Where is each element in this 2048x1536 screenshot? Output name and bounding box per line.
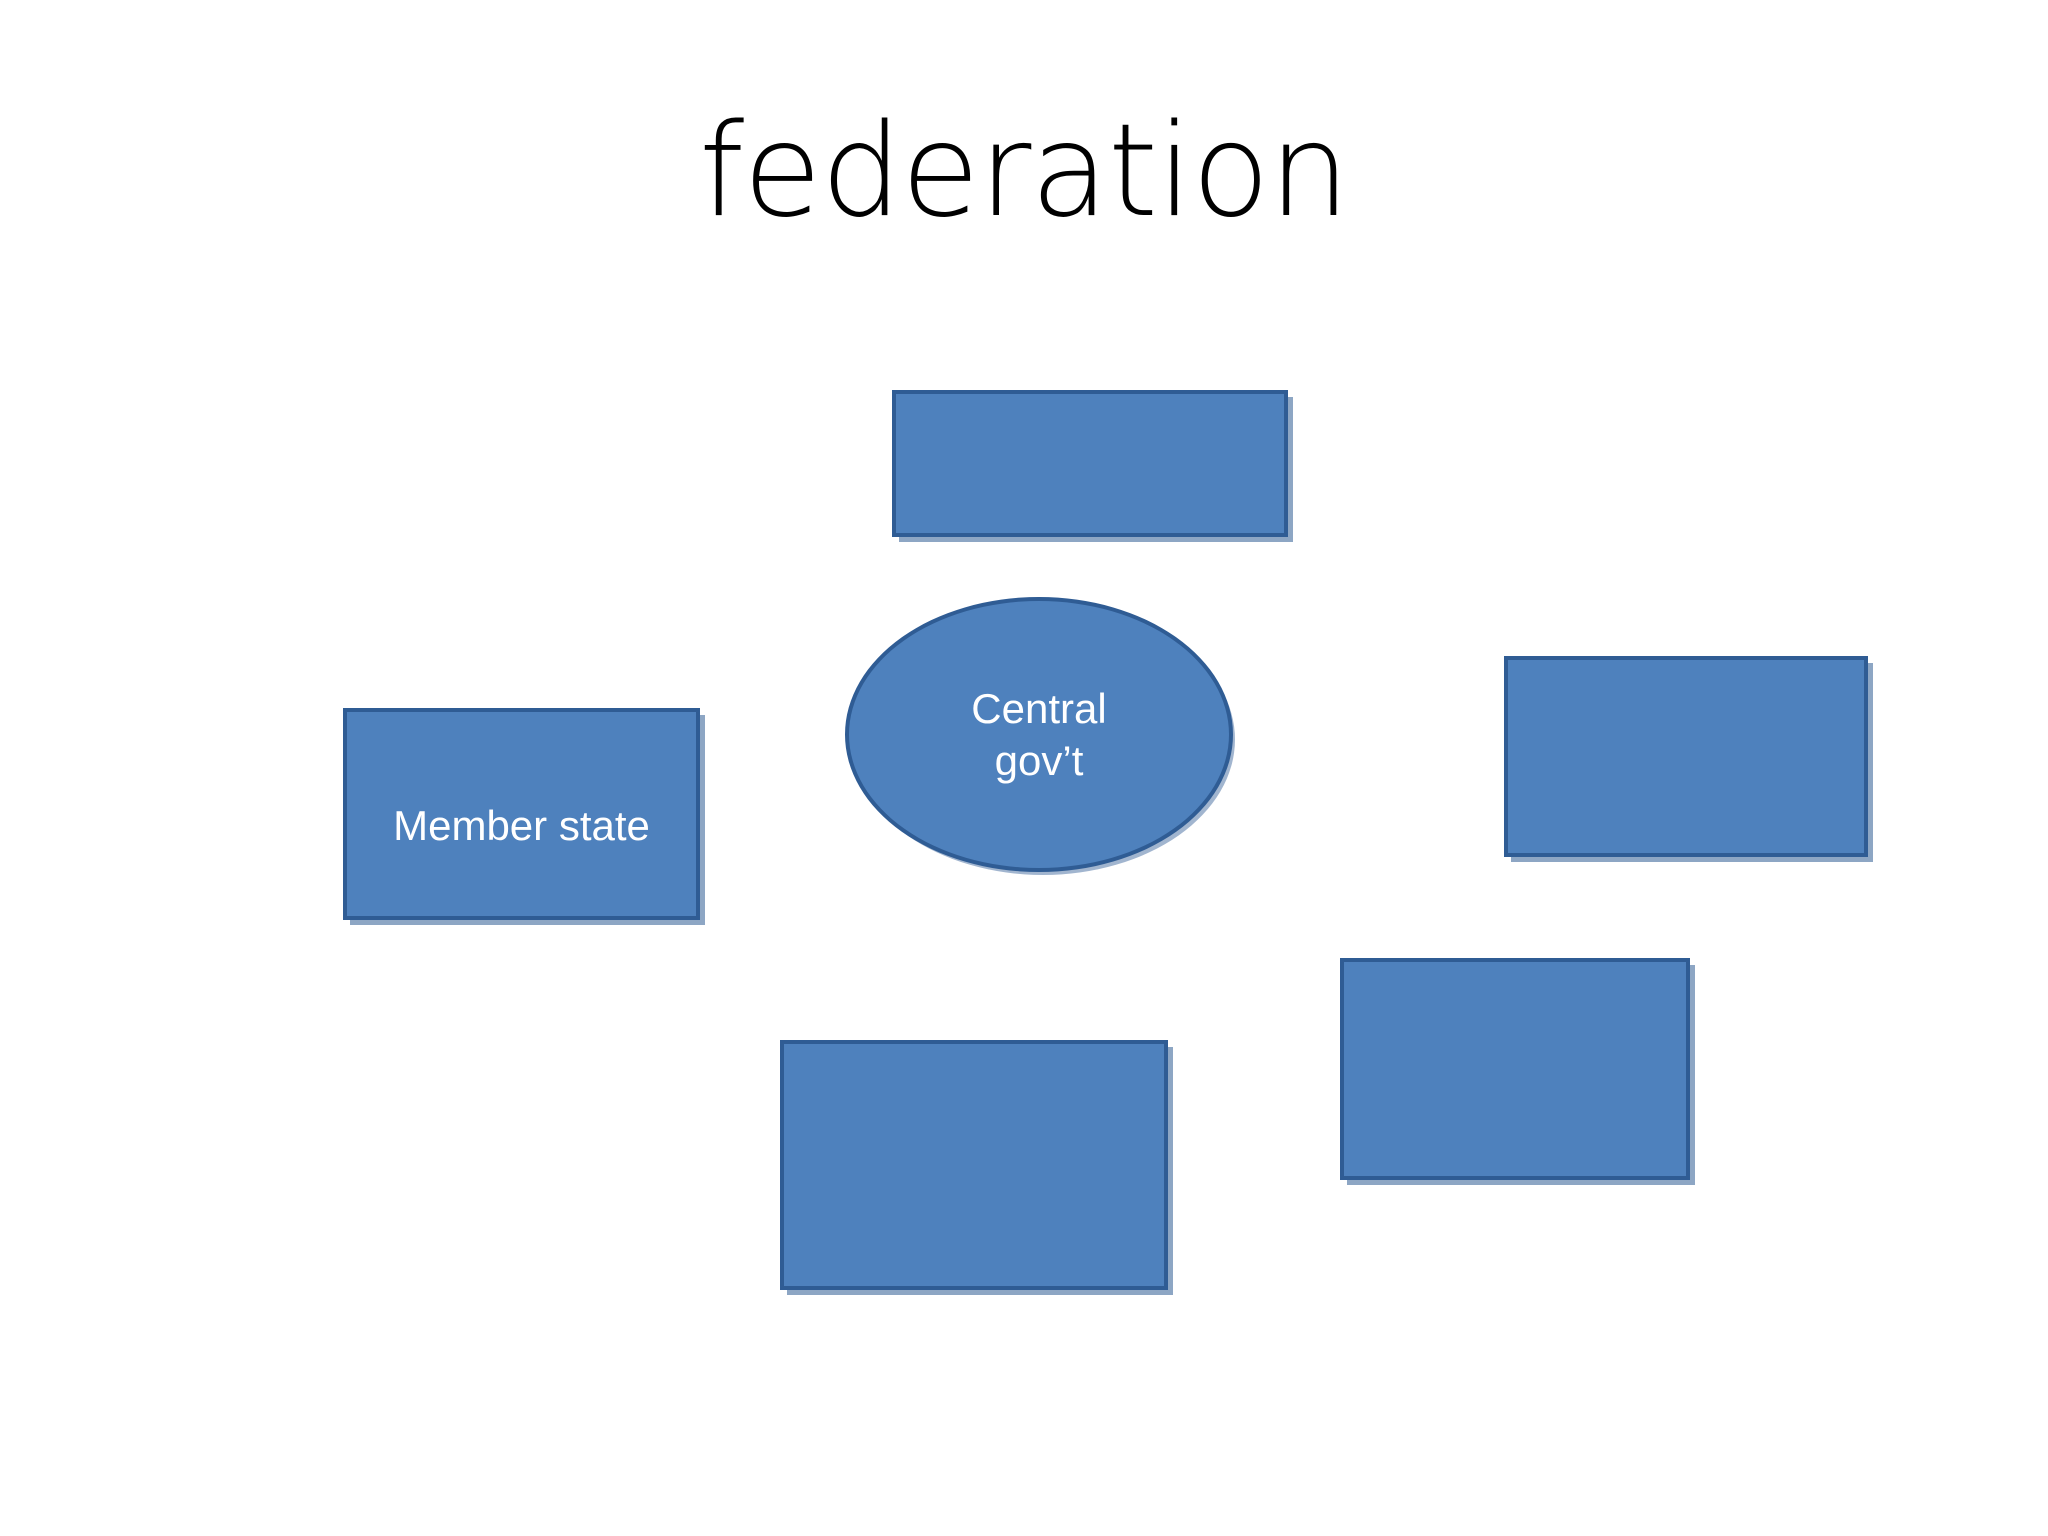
diagram-shape-member-state[interactable]: Member state — [343, 708, 700, 920]
shape-label-central-gov: Central gov’t — [971, 685, 1107, 784]
page-title: federation — [698, 97, 1350, 246]
diagram-shape-lower-right-box[interactable] — [1340, 958, 1690, 1180]
shape-label-member-state: Member state — [393, 802, 650, 850]
diagram-shape-top-box[interactable] — [892, 390, 1288, 537]
diagram-shape-bottom-box[interactable] — [780, 1040, 1168, 1290]
diagram-shape-right-box[interactable] — [1504, 656, 1868, 857]
diagram-shape-central-gov[interactable]: Central gov’t — [845, 597, 1233, 872]
